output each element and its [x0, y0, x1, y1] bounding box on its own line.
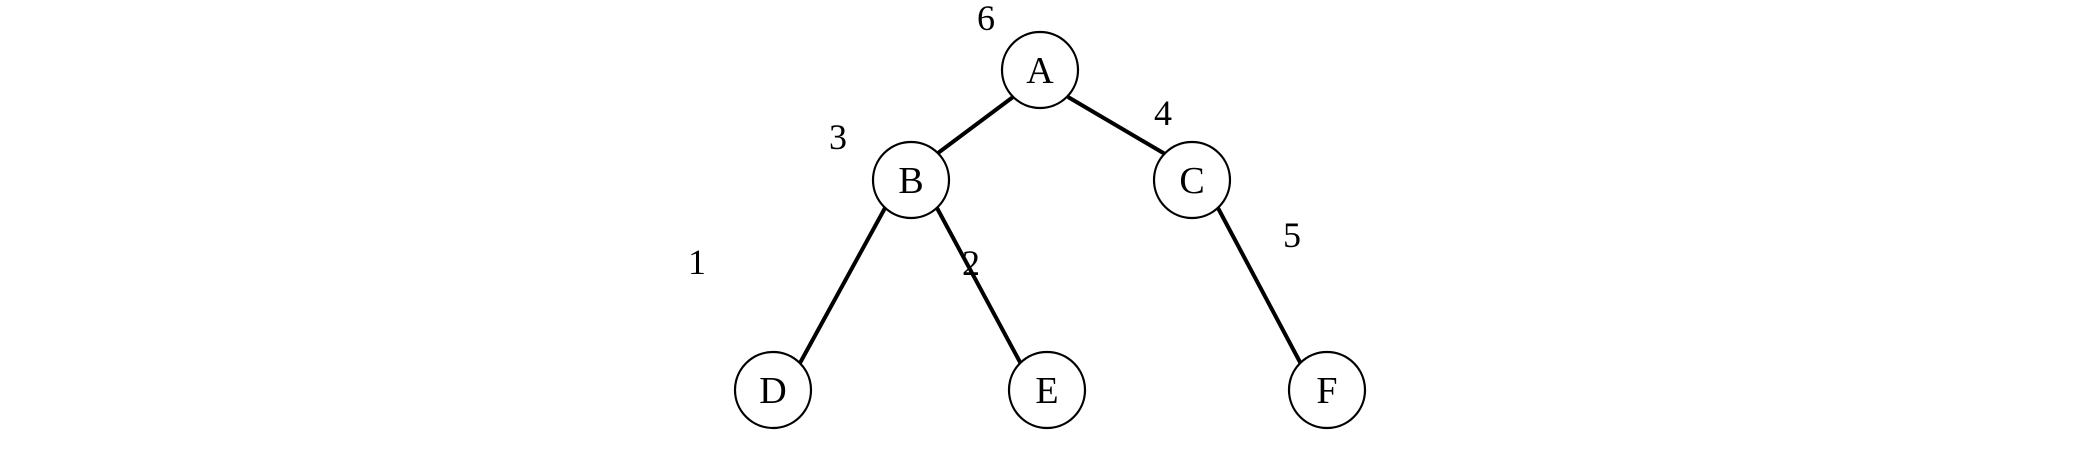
node-circle-e	[1007, 350, 1087, 430]
node-circle-f	[1287, 350, 1367, 430]
node-label-b: B	[898, 160, 923, 202]
tree-edge	[935, 207, 1023, 365]
tree-node-e[interactable]: E	[1007, 350, 1087, 430]
node-circle-b	[871, 140, 951, 220]
node-label-e: E	[1035, 370, 1058, 412]
tree-node-b[interactable]: B	[871, 140, 951, 220]
tree-edge	[798, 207, 887, 364]
node-circle-a	[1000, 30, 1080, 110]
node-label-c: C	[1179, 160, 1204, 202]
edge-weight-4: 4	[1154, 93, 1172, 133]
edge-weight-2: 2	[962, 243, 980, 283]
tree-node-a[interactable]: A	[1000, 30, 1080, 110]
node-label-a: A	[1026, 50, 1054, 92]
tree-edge	[1066, 95, 1167, 156]
edge-weight-6: 6	[977, 0, 995, 38]
nodes-group: A B C D E F	[733, 30, 1367, 430]
tree-edge	[1216, 207, 1303, 365]
node-label-f: F	[1316, 370, 1337, 412]
node-circle-c	[1152, 140, 1232, 220]
edges-group	[798, 95, 1303, 365]
edge-weights-group: 6 3 4 1 2 5	[688, 0, 1301, 283]
edge-weight-5: 5	[1283, 215, 1301, 255]
node-label-d: D	[759, 370, 786, 412]
tree-node-d[interactable]: D	[733, 350, 813, 430]
tree-node-f[interactable]: F	[1287, 350, 1367, 430]
tree-edge	[936, 95, 1015, 155]
tree-node-c[interactable]: C	[1152, 140, 1232, 220]
node-circle-d	[733, 350, 813, 430]
edge-weight-3: 3	[829, 117, 847, 157]
edge-weight-1: 1	[688, 242, 706, 282]
